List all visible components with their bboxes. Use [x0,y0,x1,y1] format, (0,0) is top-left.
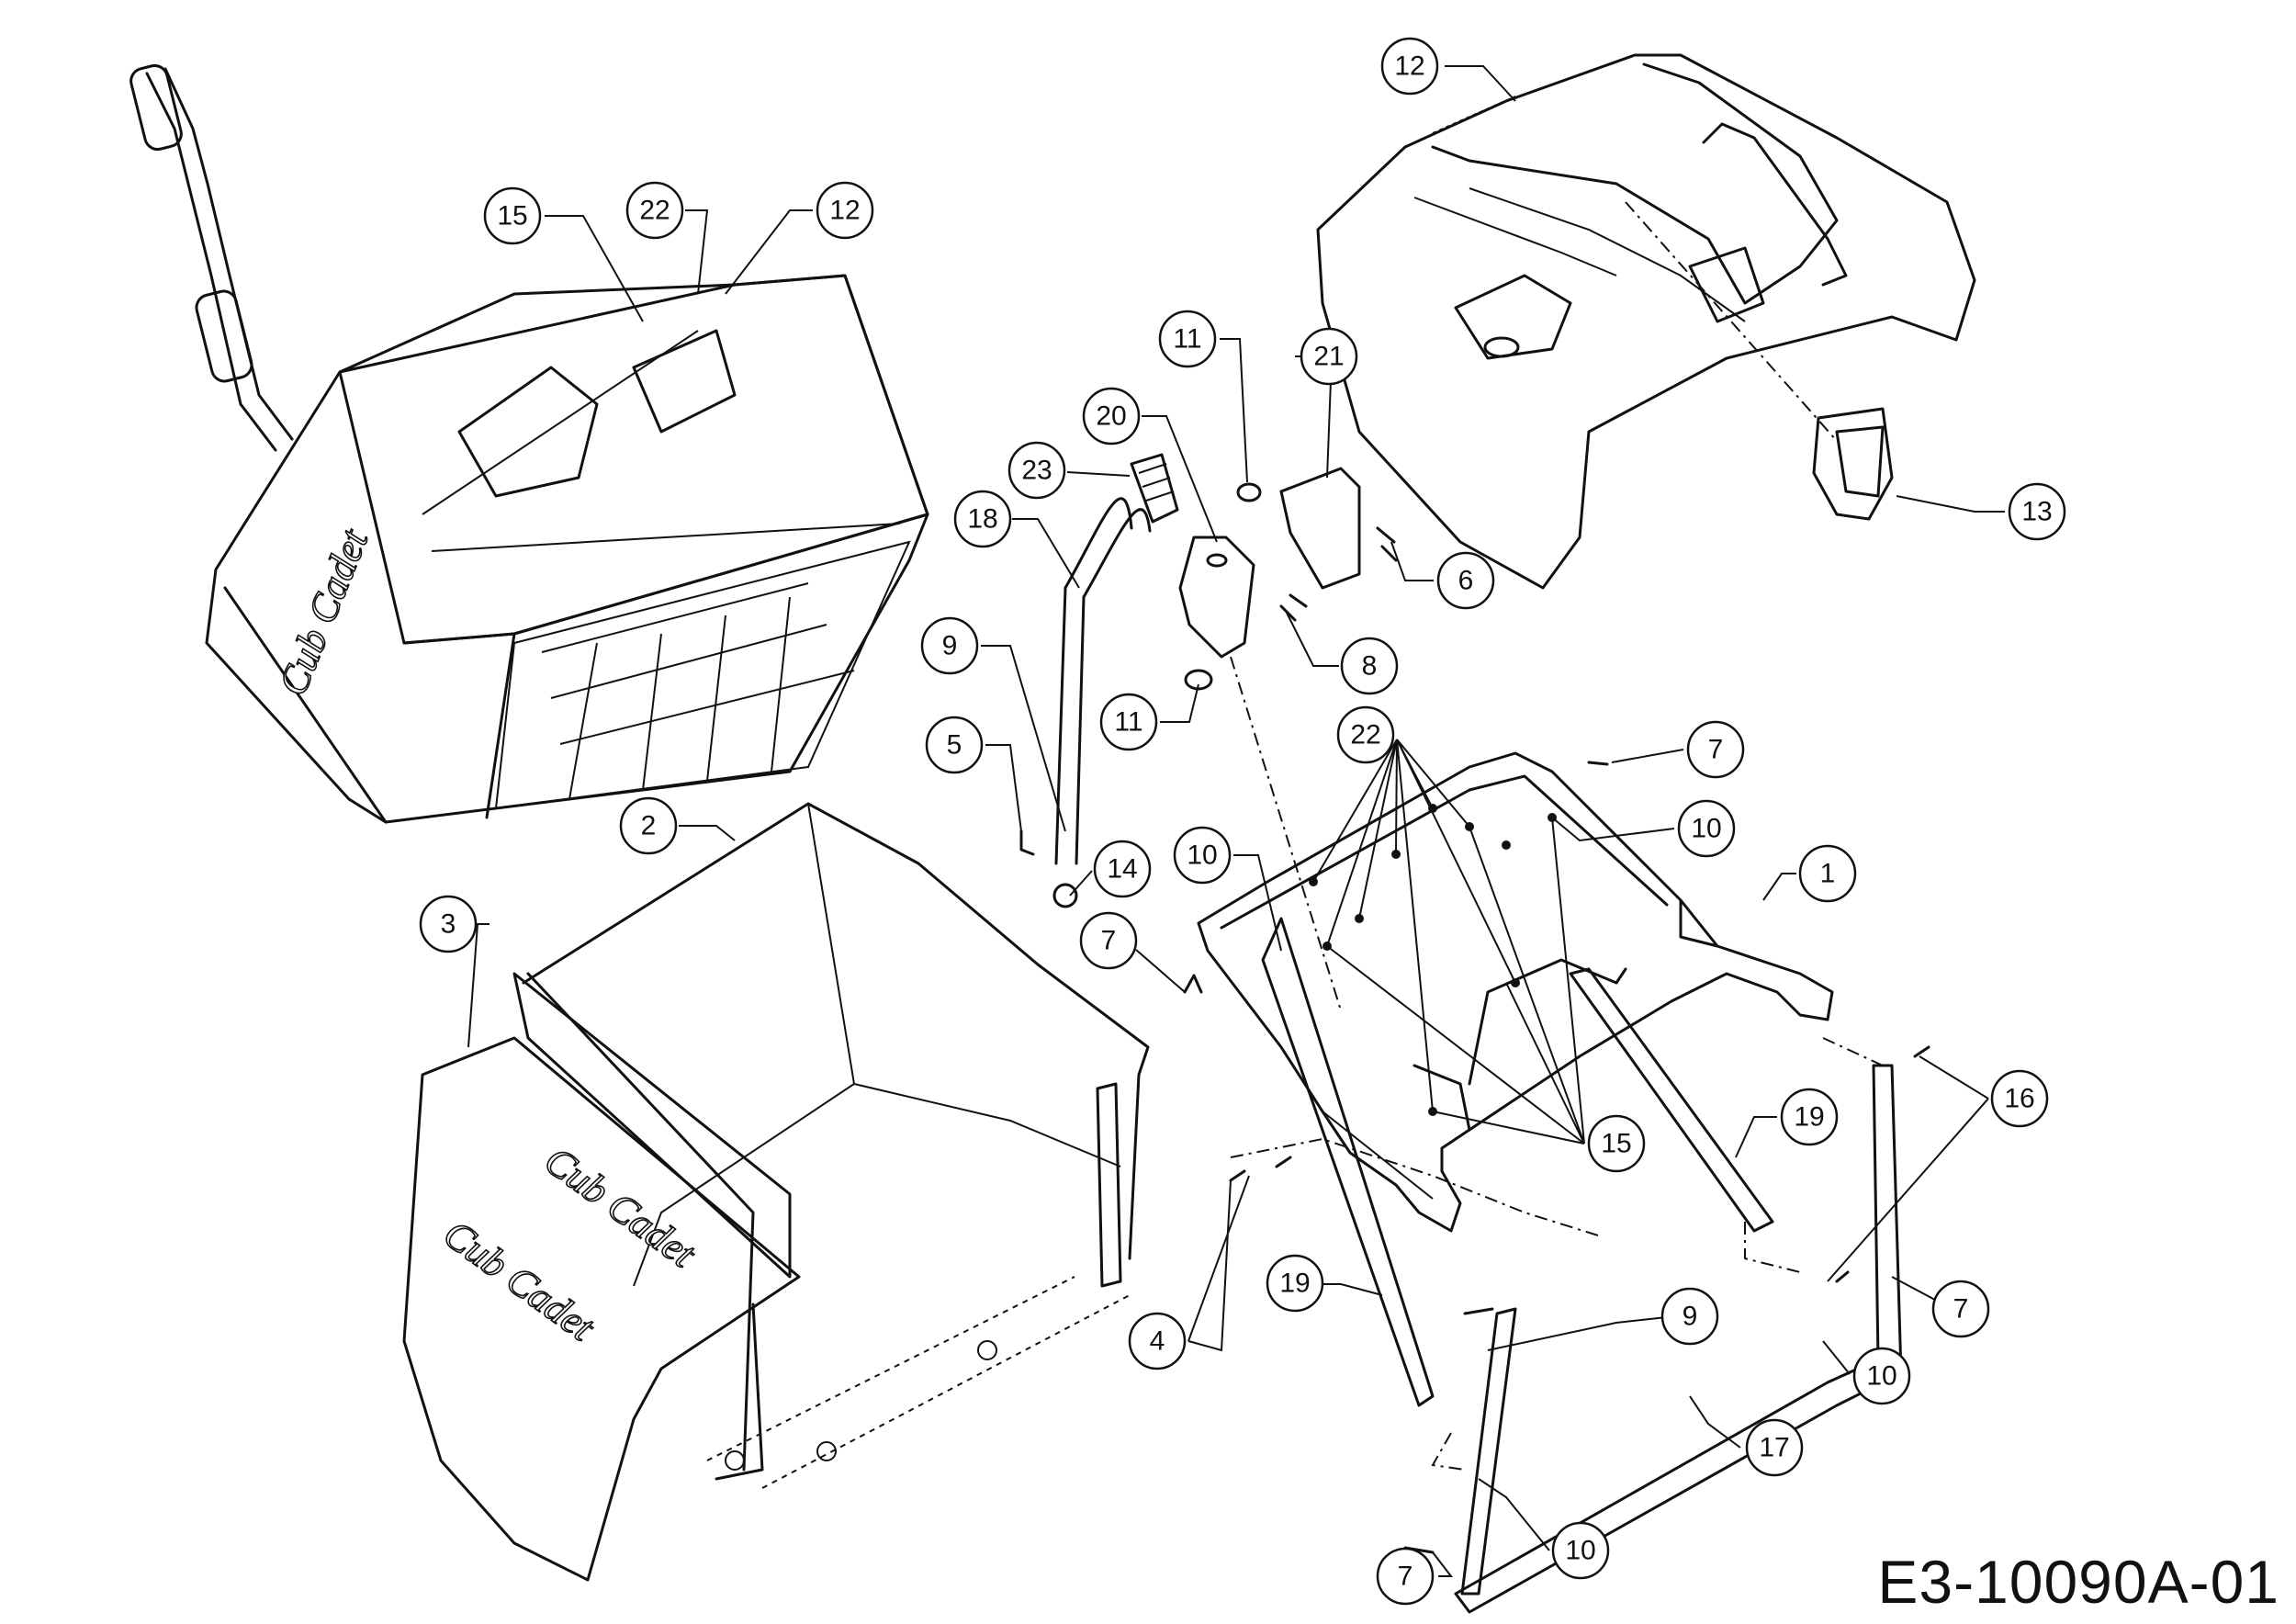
callout-16: 16 [1990,1069,2049,1128]
svg-text:15: 15 [497,201,527,231]
svg-text:22: 22 [639,196,670,226]
callout-15-frame: 15 [1587,1114,1646,1173]
callout-12-cover: 12 [1380,37,1439,96]
brand-logo-liner: Cub Cadet [536,1137,705,1277]
handle-grip-top [129,63,183,152]
svg-text:11: 11 [1173,324,1201,355]
lower-frame [1229,917,1930,1614]
svg-text:7: 7 [1708,735,1724,765]
callout-10-top: 10 [1677,799,1736,858]
callout-17: 17 [1745,1418,1804,1477]
callout-12-top: 12 [816,181,874,240]
svg-text:12: 12 [1394,51,1424,82]
callout-7-mid: 7 [1079,911,1138,970]
svg-text:7: 7 [1398,1562,1413,1592]
svg-text:1: 1 [1820,859,1836,889]
callout-20: 20 [1082,387,1141,445]
callout-6: 6 [1436,551,1495,610]
callout-13: 13 [2008,482,2066,541]
brand-logo-assembly: Cub Cadet [270,522,377,702]
callout-2: 2 [619,796,678,855]
svg-text:13: 13 [2021,497,2052,527]
svg-text:9: 9 [1683,1302,1698,1332]
svg-text:20: 20 [1096,401,1126,432]
grass-catcher-assembly: Cub Cadet [129,63,929,824]
svg-text:5: 5 [947,730,962,761]
callout-22-top: 22 [625,181,684,240]
svg-text:9: 9 [942,631,958,661]
svg-text:21: 21 [1313,342,1344,372]
svg-text:11: 11 [1114,707,1142,738]
svg-text:19: 19 [1794,1102,1824,1133]
bag-frame [1197,751,1834,1233]
svg-text:14: 14 [1107,854,1137,885]
callout-10-right: 10 [1852,1347,1911,1405]
callout-7-top: 7 [1686,720,1745,779]
svg-text:17: 17 [1759,1433,1789,1463]
callout-7-right: 7 [1931,1280,1990,1338]
svg-text:3: 3 [441,909,456,940]
svg-text:19: 19 [1279,1269,1310,1299]
bag-panel: Cub Cadet Cub Cadet [402,972,801,1582]
svg-text:6: 6 [1458,566,1474,596]
svg-text:7: 7 [1953,1294,1969,1325]
callout-11-top: 11 [1158,310,1217,368]
drawing-number: E3-10090A-01 [1877,1548,2279,1616]
callout-14: 14 [1093,840,1152,898]
callout-5: 5 [925,716,984,774]
svg-text:23: 23 [1021,456,1052,486]
svg-text:10: 10 [1565,1536,1595,1566]
callout-10-left: 10 [1173,826,1232,885]
callout-23: 23 [1007,441,1066,500]
svg-text:15: 15 [1601,1129,1631,1159]
svg-text:4: 4 [1150,1326,1165,1357]
svg-text:10: 10 [1691,814,1721,844]
callout-19-left: 19 [1266,1254,1324,1313]
top-cover [1316,53,1976,590]
hardware-group [1019,453,1609,1011]
svg-text:10: 10 [1187,840,1217,871]
callout-7-bottom: 7 [1376,1547,1435,1606]
callout-19-right: 19 [1780,1088,1839,1146]
callout-3: 3 [419,895,478,953]
svg-text:12: 12 [829,196,860,226]
callout-18: 18 [953,490,1012,548]
callout-10-bottom: 10 [1551,1521,1610,1580]
callout-4: 4 [1128,1312,1187,1370]
callout-15-top: 15 [483,186,542,245]
svg-text:16: 16 [2004,1084,2034,1114]
callout-9-right: 9 [1660,1287,1719,1346]
leader-lines [467,65,2005,1577]
chute-adapter [1625,201,1894,521]
svg-text:2: 2 [641,811,657,841]
callout-21: 21 [1300,327,1358,386]
svg-text:7: 7 [1101,926,1117,956]
svg-text:22: 22 [1350,720,1380,750]
svg-text:8: 8 [1362,651,1378,682]
callout-1: 1 [1798,844,1857,903]
brand-logo-panel: Cub Cadet [435,1211,604,1350]
bag-liner [522,802,1150,1489]
callout-9-left: 9 [920,616,979,675]
svg-text:18: 18 [967,504,997,535]
callout-22-frame: 22 [1336,705,1395,764]
handle-grip-lower [195,289,253,383]
svg-text:10: 10 [1866,1361,1896,1392]
callout-11-bottom: 11 [1099,693,1158,751]
callout-8: 8 [1340,637,1399,695]
